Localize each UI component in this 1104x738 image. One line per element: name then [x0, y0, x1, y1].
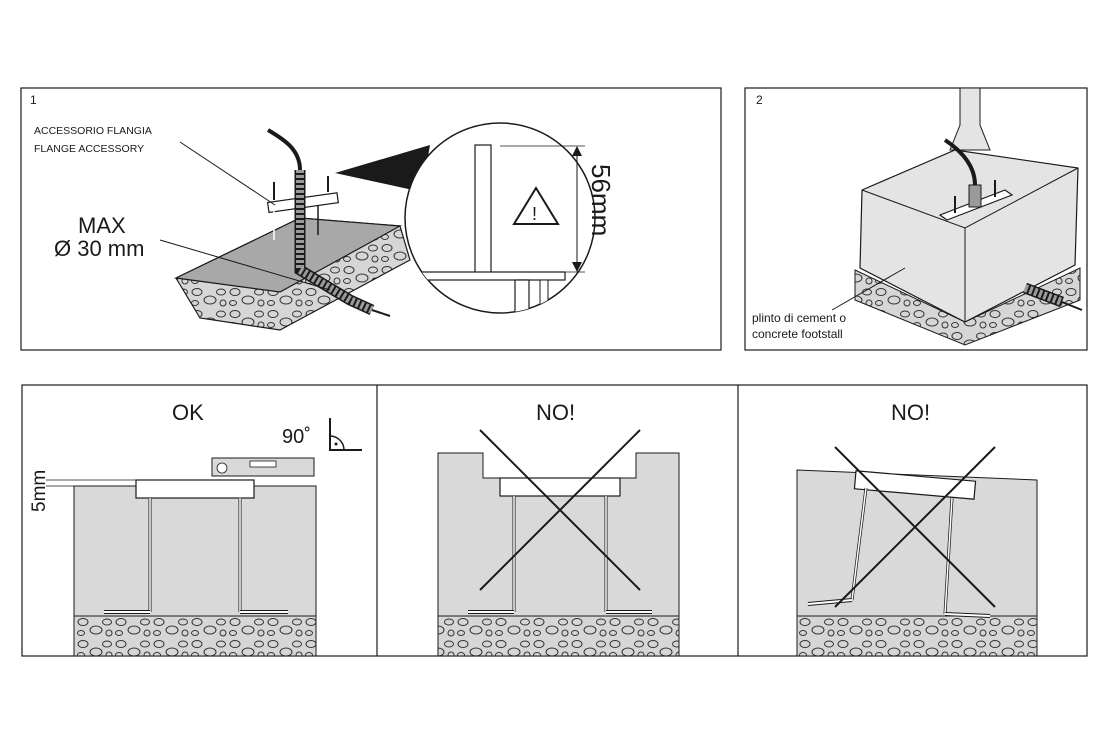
label-footstall-it: plinto di cement o — [752, 311, 846, 325]
panel-title: NO! — [891, 400, 930, 425]
leader-line — [831, 267, 906, 311]
cable-conduit — [1023, 282, 1083, 311]
warning-icon: ! — [512, 186, 560, 225]
panel-2: 2 plinto di cement o concrete footstall — [744, 87, 1088, 351]
panel-1: 1 ACCESSORIO FLANGIA FLANGE ACCESSORY MA… — [20, 87, 722, 351]
label-accessory-it: ACCESSORIO FLANGIA — [34, 125, 152, 137]
right-angle-icon — [329, 418, 362, 451]
flange-body — [853, 470, 977, 500]
leader-line — [179, 141, 276, 206]
dimension-label: 56mm — [586, 164, 616, 236]
warning-symbol: ! — [532, 204, 537, 224]
panel-title: NO! — [536, 400, 575, 425]
label-footstall-en: concrete footstall — [752, 327, 843, 341]
magnifier-pointer — [335, 145, 430, 192]
label-accessory-en: FLANGE ACCESSORY — [34, 143, 144, 155]
panel-number: 1 — [30, 93, 37, 107]
panel-ok: OK 5mm 90˚ — [29, 400, 362, 657]
panel-title: OK — [172, 400, 204, 425]
lamp-post — [949, 87, 991, 151]
leader-line — [159, 239, 331, 291]
panel-no-sunk: NO! — [437, 400, 680, 657]
comparison-row: OK 5mm 90˚ — [21, 384, 1088, 657]
spirit-level — [211, 457, 315, 477]
detail-magnifier: 56mm ! — [404, 122, 616, 314]
cross-icon — [479, 429, 641, 591]
label-max: MAX — [78, 213, 126, 238]
cross-icon — [834, 446, 996, 608]
gap-label: 5mm — [29, 470, 50, 512]
angle-label: 90˚ — [282, 426, 311, 448]
panel-no-tilted: NO! — [796, 400, 1038, 657]
label-diameter: Ø 30 mm — [54, 236, 144, 261]
flange-body — [499, 477, 621, 497]
cable-conduit — [266, 128, 391, 317]
panel-number: 2 — [756, 93, 763, 107]
flange-accessory — [938, 138, 1014, 221]
flange-body — [135, 479, 255, 499]
